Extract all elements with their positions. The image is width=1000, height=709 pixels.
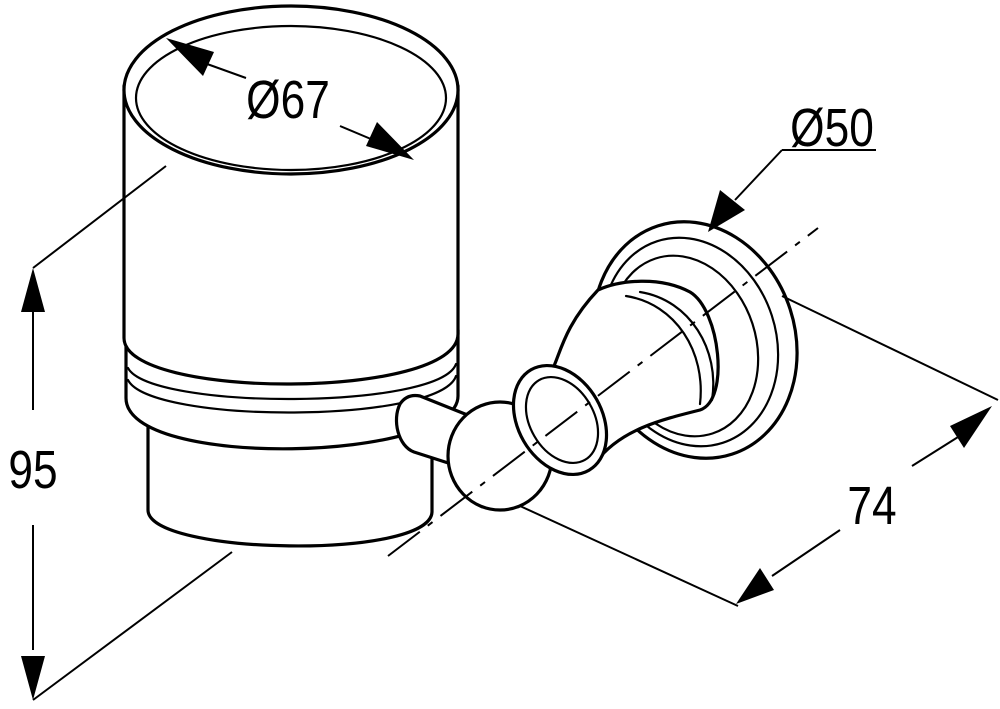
glass-rim-inner [134,24,448,172]
center-axis [387,227,819,557]
holder-base [146,418,434,548]
cup-diameter-label: Ø67 [246,70,330,130]
holder-ring-groove-2 [126,374,458,414]
front-cap-inner [524,375,600,465]
dimension-projection: 74 [519,295,999,607]
stem-collar [638,290,715,402]
dimension-height: 95 [8,165,233,701]
height-label: 95 [8,440,57,500]
projection-label: 74 [847,476,896,536]
flange-diameter-label: Ø50 [790,98,874,158]
wall-mount [511,220,799,477]
dimension-flange-diameter: Ø50 [708,98,876,232]
stem-collar-2 [624,294,702,406]
dimension-cup-diameter: Ø67 [166,38,414,160]
front-cap [511,363,609,477]
holder-ring-groove [126,362,458,401]
